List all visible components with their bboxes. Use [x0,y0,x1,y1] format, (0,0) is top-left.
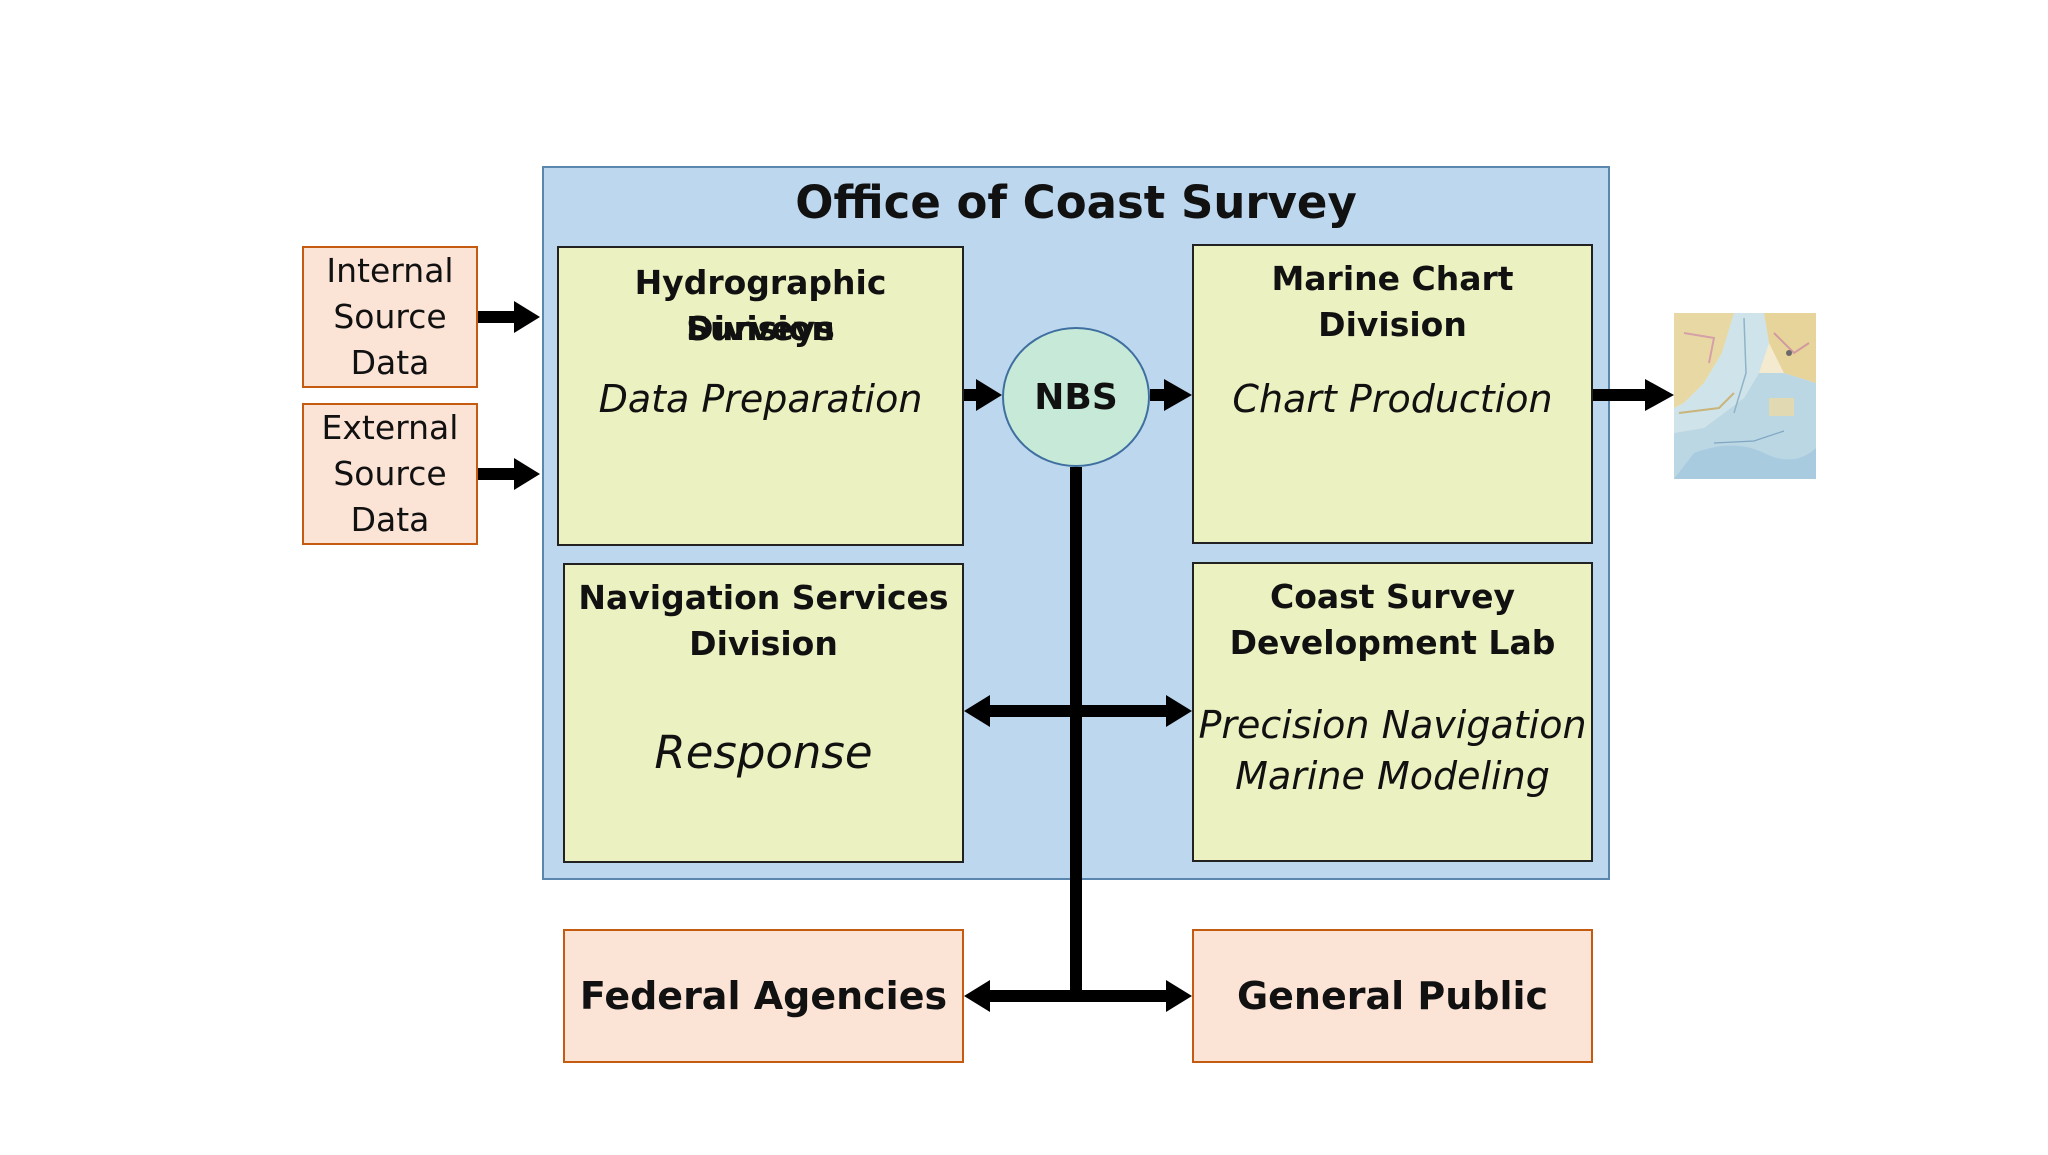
internal-source-line1: Internal [326,251,454,290]
division-link-shaft [986,705,1170,717]
internal-source-arrow-shaft [478,311,516,323]
marine-chart-division-box: Marine Chart Division Chart Production [1192,244,1593,544]
general-public-box: General Public [1192,929,1593,1063]
external-source-arrow-head [514,458,540,490]
federal-agencies-label: Federal Agencies [579,974,948,1018]
hydrographic-title-line2: Division [686,309,835,348]
hydrographic-to-nbs-arrow-head [976,379,1002,411]
external-source-line3: Data [350,500,430,539]
nbs-hub: NBS [1002,327,1150,467]
development-lab-box: Coast Survey Development Lab Precision N… [1192,562,1593,862]
development-lab-function-line1: Precision Navigation [1198,703,1587,747]
nbs-to-marine-chart-arrow-shaft [1150,389,1166,401]
navigation-services-division-box: Navigation Services Division Response [563,563,964,863]
internal-source-arrow-head [514,301,540,333]
external-source-arrow-shaft [478,468,516,480]
internal-source-line3: Data [350,343,430,382]
nbs-to-marine-chart-arrow-head [1164,379,1192,411]
navigation-arrow-head [964,695,990,727]
navigation-title-line2: Division [689,624,838,663]
federal-agencies-arrow-head [964,980,990,1012]
general-public-arrow-head [1166,980,1192,1012]
federal-agencies-box: Federal Agencies [563,929,964,1063]
development-lab-function-line2: Marine Modeling [1235,754,1550,798]
internal-source-line2: Source [333,297,447,336]
nbs-vertical-trunk [1070,467,1082,999]
navigation-title-line1: Navigation Services [578,578,949,617]
nbs-label: NBS [1034,376,1118,418]
hydrographic-function: Data Preparation [598,377,923,421]
hydrographic-title-line1: Hydrographic Surveys [634,263,887,348]
navigation-function: Response [654,726,873,779]
development-lab-title-line1: Coast Survey [1269,577,1515,616]
office-title: Office of Coast Survey [795,176,1357,229]
hydrographic-to-nbs-arrow-shaft [964,389,978,401]
marine-chart-title: Marine Chart Division [1271,259,1514,344]
hydrographic-surveys-division-box: Hydrographic Surveys Division Data Prepa… [557,246,964,546]
internal-source-box: Internal Source Data [302,246,478,388]
outlet-link-shaft [986,990,1170,1002]
marine-chart-to-output-arrow-head [1645,379,1674,411]
development-lab-title-line2: Development Lab [1229,623,1556,662]
marine-chart-function: Chart Production [1232,377,1553,421]
external-source-line1: External [321,408,459,447]
external-source-box: External Source Data [302,403,478,545]
external-source-line2: Source [333,454,447,493]
general-public-label: General Public [1236,974,1549,1018]
development-lab-arrow-head [1166,695,1192,727]
nautical-chart-thumbnail-icon [1674,313,1816,479]
marine-chart-to-output-arrow-shaft [1593,389,1647,401]
